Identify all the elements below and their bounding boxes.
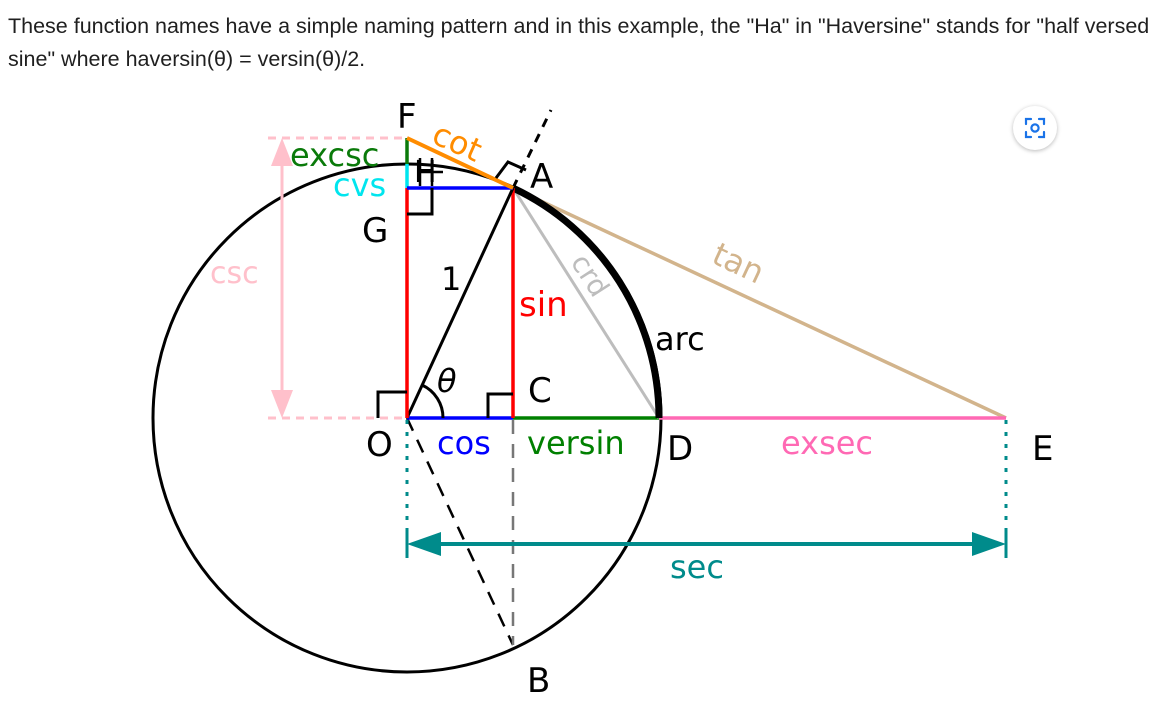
right-angle-marker-o (376, 390, 407, 418)
sec-arrowhead-left (407, 532, 441, 556)
crd-segment (511, 187, 661, 419)
point-label-e: E (1032, 429, 1053, 469)
right-angle-marker-g (407, 188, 434, 216)
label-theta: θ (437, 362, 457, 400)
label-sin: sin (519, 285, 568, 325)
csc-arrowhead-top (271, 138, 293, 166)
radius-extension-dashed (511, 109, 553, 189)
arc-segment (511, 184, 663, 419)
label-exsec: exsec (781, 424, 873, 462)
point-label-b: B (527, 661, 550, 701)
label-crd: crd (564, 248, 616, 303)
radius-b-dashed (405, 417, 515, 646)
label-versin: versin (527, 424, 625, 462)
point-label-f: F (397, 97, 417, 137)
label-excsc: excsc (290, 136, 379, 174)
point-label-o: O (366, 425, 393, 465)
point-label-h: H (414, 155, 437, 190)
label-arc: arc (655, 320, 705, 358)
right-angle-marker-a (494, 160, 527, 179)
point-label-c: C (528, 371, 552, 411)
csc-arrowhead-bottom (271, 390, 293, 418)
right-angle-marker-c (486, 392, 513, 418)
point-label-a: A (530, 157, 553, 197)
visual-search-icon (1024, 117, 1046, 139)
point-label-g: G (362, 211, 388, 251)
tan-segment (512, 186, 1007, 420)
theta-arc (421, 383, 445, 419)
radius-segment (405, 187, 515, 419)
right-angle-marker-h (418, 158, 443, 186)
sec-arrowhead-right (972, 532, 1006, 556)
label-csc: csc (210, 256, 259, 291)
point-label-d: D (667, 429, 693, 469)
label-one: 1 (441, 260, 461, 298)
visual-search-button[interactable] (1013, 106, 1057, 150)
label-sec: sec (670, 548, 724, 586)
label-cos: cos (437, 424, 491, 462)
intro-paragraph: These function names have a simple namin… (8, 14, 1150, 71)
label-cvs: cvs (333, 166, 386, 204)
cot-segment (406, 136, 514, 190)
